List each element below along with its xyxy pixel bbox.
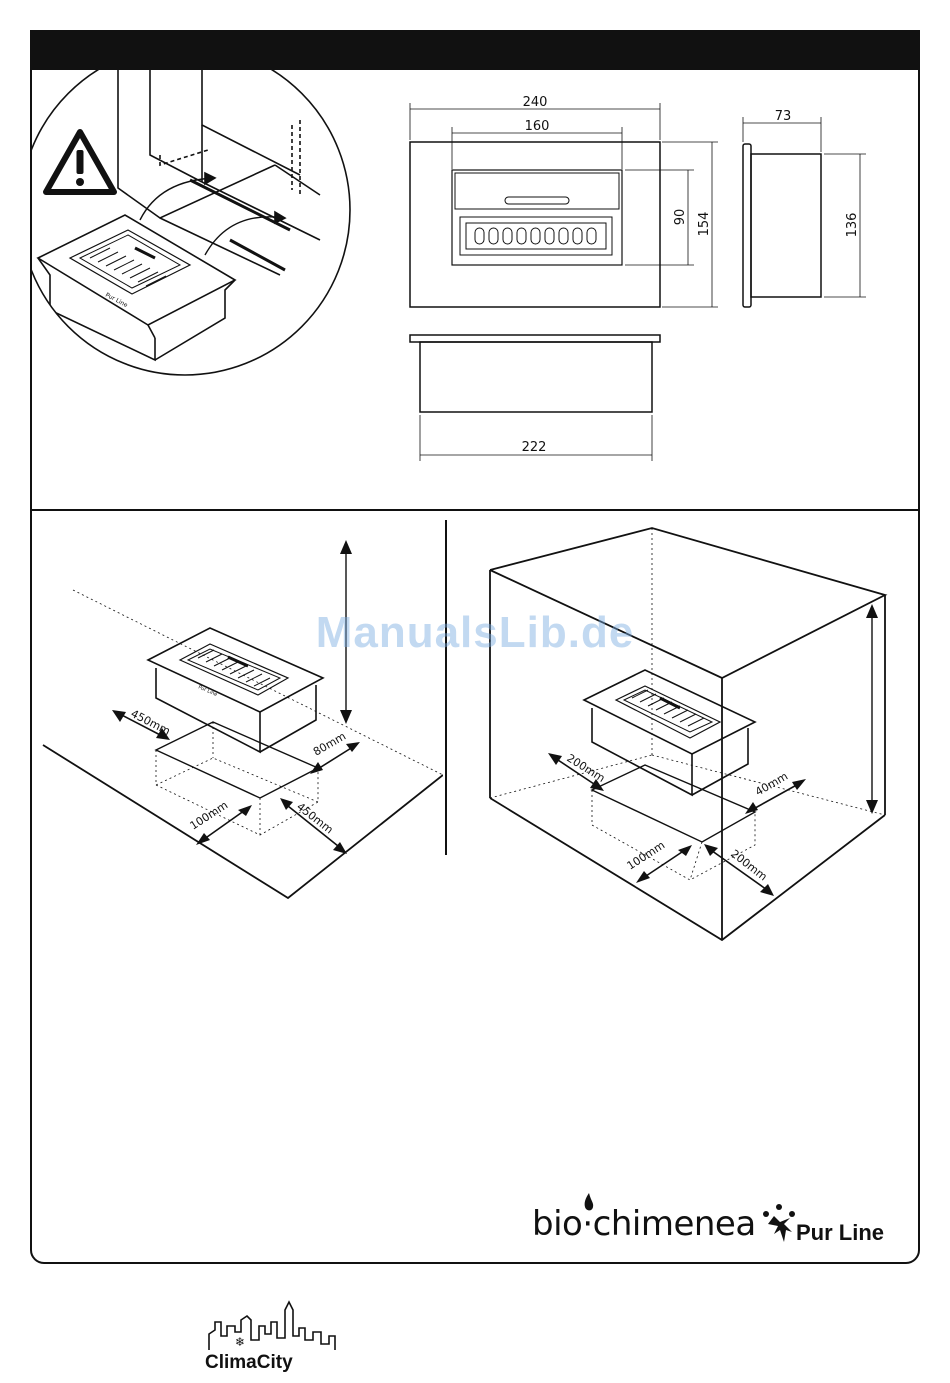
dim-73: 73 [775,109,792,124]
purline-logo: Pur Line [796,1220,884,1266]
installation-detail-diagram: Pur Line [30,70,430,410]
climacity-skyline-icon: ❄ [205,1300,340,1352]
biochimenea-logo: bio·chimenea [532,1204,756,1250]
enclosure-front-label: 100mm [625,839,668,873]
watermark: ManualsLib.de [0,608,950,658]
dim-222: 222 [522,440,547,455]
dim-154: 154 [697,212,712,237]
dim-160: 160 [525,119,550,134]
clearance-right-label: 450mm [294,800,335,836]
enclosure-clearance-diagram: 200mm 40mm 100mm 200mm [480,520,900,950]
clearance-front-label: 100mm [188,799,231,833]
floor-clearance-diagram: 450mm 80mm 100mm 450mm Pur Line [38,530,443,910]
svg-text:❄: ❄ [235,1335,245,1349]
dimension-drawings: 240 160 90 154 73 136 222 [400,85,880,475]
warning-triangle-icon [42,128,118,196]
svg-text:Pur Line: Pur Line [197,684,218,698]
enclosure-right-label: 200mm [728,847,769,883]
purline-icon [762,1204,796,1246]
climacity-logo: ClimaCity [205,1352,293,1374]
dim-90: 90 [673,209,688,226]
section-divider [30,509,920,511]
dim-240: 240 [523,95,548,110]
enclosure-rear-label: 40mm [753,770,790,799]
column-divider [445,520,447,855]
dim-136: 136 [845,213,860,238]
